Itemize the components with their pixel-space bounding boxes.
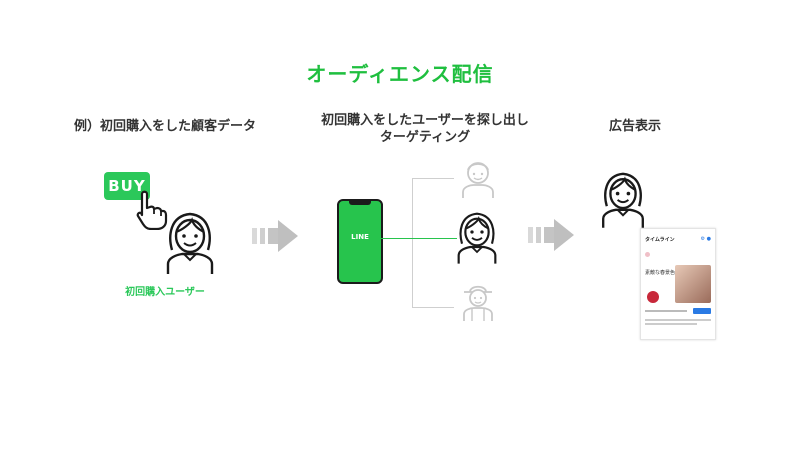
person-icon [166,212,214,274]
phone-notch [349,201,371,205]
chevron-arrow-icon [528,219,574,251]
timeline-ad-screenshot: タイムライン ⚙ ● 素敵な春景色 [640,228,716,340]
ad-flower [647,291,659,303]
connector-vertical [412,178,413,307]
column-title-ad-display: 広告表示 [608,119,661,134]
person-icon [602,172,644,228]
connector-bottom [412,307,454,308]
connector-top [412,178,454,179]
timeline-header-icons: ⚙ ● [700,236,711,242]
connector-target [381,238,457,239]
ad-body-text [645,319,711,327]
ad-cta-button [693,308,711,314]
buy-button-icon: BUY [104,172,150,200]
first-purchase-user-label: 初回購入ユーザー [125,287,205,298]
ad-cta-row [645,308,711,314]
ad-catch-text: 素敵な春景色 [645,270,676,276]
pointing-hand-icon [136,190,168,230]
person-icon [457,212,497,264]
smartphone-icon [337,199,383,284]
column-title-targeting: 初回購入をしたユーザーを探し出し ターゲティング [321,113,529,145]
timeline-header: タイムライン [645,237,675,243]
chevron-arrow-icon [252,220,298,252]
ad-photo [675,265,711,303]
person-icon [462,162,494,198]
person-icon [463,285,493,321]
phone-line-label: LINE [351,233,369,241]
diagram-title: オーディエンス配信 [306,62,494,86]
column-title-customer-data: 例）初回購入をした顧客データ [73,119,256,134]
account-avatar [645,252,650,257]
